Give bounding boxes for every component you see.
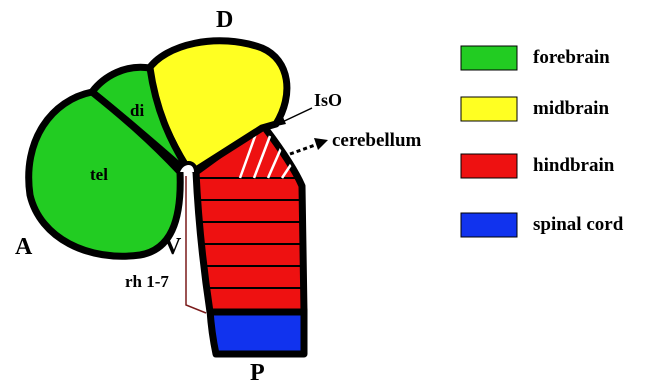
axis-label-anterior: A (15, 234, 33, 260)
legend-label-hindbrain: hindbrain (533, 155, 615, 176)
legend-swatch-forebrain (461, 46, 517, 70)
axis-label-dorsal: D (216, 7, 233, 33)
legend: forebrain midbrain hindbrain spinal cord (461, 46, 624, 237)
spinal-cord-region (210, 310, 304, 354)
label-diencephalon: di (130, 101, 144, 120)
ventral-notch (178, 163, 196, 172)
legend-label-spinal-cord: spinal cord (533, 214, 624, 235)
axis-label-ventral: V (164, 234, 182, 260)
legend-swatch-midbrain (461, 97, 517, 121)
label-telencephalon: tel (90, 165, 108, 184)
label-iso: IsO (314, 90, 342, 110)
legend-label-forebrain: forebrain (533, 47, 610, 68)
label-cerebellum: cerebellum (332, 130, 422, 151)
legend-label-midbrain: midbrain (533, 98, 609, 119)
axis-label-posterior: P (250, 360, 265, 385)
label-rhombomeres: rh 1-7 (125, 272, 169, 291)
legend-swatch-hindbrain (461, 154, 517, 178)
cerebellum-arrow (290, 138, 328, 154)
legend-swatch-spinal-cord (461, 213, 517, 237)
